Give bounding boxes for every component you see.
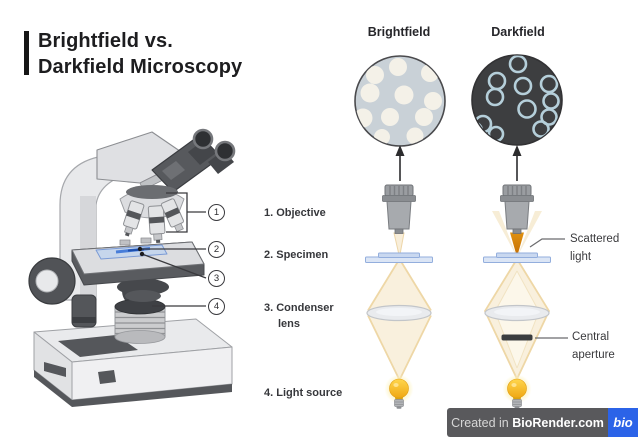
brightfield-cells bbox=[355, 58, 442, 145]
darkfield-column-header: Darkfield bbox=[491, 25, 545, 39]
darkfield-cells bbox=[472, 55, 560, 143]
scattered-light-annotation: Scattered light bbox=[570, 231, 619, 266]
step-label-condenser-lens: 3. Condenser lens bbox=[264, 300, 334, 332]
darkfield-view-circle bbox=[471, 54, 563, 146]
objective-shape bbox=[381, 184, 417, 235]
step-label-condenser-line2: lens bbox=[278, 318, 301, 330]
central-aperture-line2: aperture bbox=[572, 348, 615, 361]
step-label-specimen: 2. Specimen bbox=[264, 249, 329, 261]
page-title: Brightfield vs. Darkfield Microscopy bbox=[38, 28, 242, 80]
watermark-brand: BioRender.com bbox=[512, 415, 604, 430]
scattered-light-line1: Scattered bbox=[570, 233, 620, 245]
callout-badge-3: 3 bbox=[208, 270, 225, 287]
title-accent-bar bbox=[24, 31, 29, 75]
brightfield-view-circle bbox=[354, 55, 446, 147]
darkfield-light-path bbox=[483, 144, 551, 410]
title-line-1: Brightfield vs. bbox=[38, 30, 173, 52]
brightfield-light-path bbox=[365, 144, 433, 410]
specimen-slide-shape bbox=[483, 252, 551, 263]
step-label-light-source: 4. Light source bbox=[264, 387, 343, 399]
light-bulb-icon bbox=[502, 374, 532, 410]
watermark-prefix: Created in bbox=[451, 415, 513, 430]
scattered-light-line2: light bbox=[570, 250, 592, 263]
title-line-2: Darkfield Microscopy bbox=[38, 56, 243, 78]
light-bulb-icon bbox=[384, 374, 414, 410]
condenser-lens-shape bbox=[484, 304, 550, 322]
brightfield-column-header: Brightfield bbox=[367, 25, 431, 39]
objective-shape bbox=[499, 184, 535, 235]
callout-lines bbox=[137, 192, 207, 307]
callout-badge-2: 2 bbox=[208, 241, 225, 258]
step-label-condenser-line1: 3. Condenser bbox=[264, 302, 334, 314]
central-aperture-bar bbox=[501, 334, 533, 341]
annotation-lines bbox=[529, 238, 568, 339]
title-block: Brightfield vs. Darkfield Microscopy bbox=[24, 28, 242, 80]
arrow-up-icon bbox=[511, 144, 523, 182]
biorender-logo-icon: bio bbox=[608, 408, 638, 437]
arrow-up-icon bbox=[394, 144, 406, 182]
watermark-text: Created in BioRender.com bbox=[447, 408, 608, 437]
central-aperture-line1: Central bbox=[572, 331, 610, 343]
biorender-watermark: Created in BioRender.com bio bbox=[447, 408, 638, 437]
condenser-lens-shape bbox=[366, 304, 432, 322]
scattered-light-cone bbox=[510, 232, 524, 257]
callout-badge-1: 1 bbox=[208, 204, 225, 221]
step-label-objective: 1. Objective bbox=[264, 207, 326, 219]
microscope-illustration bbox=[28, 128, 236, 407]
central-aperture-annotation: Central aperture bbox=[572, 329, 615, 364]
callout-badge-4: 4 bbox=[208, 298, 225, 315]
specimen-slide-shape bbox=[365, 252, 433, 263]
